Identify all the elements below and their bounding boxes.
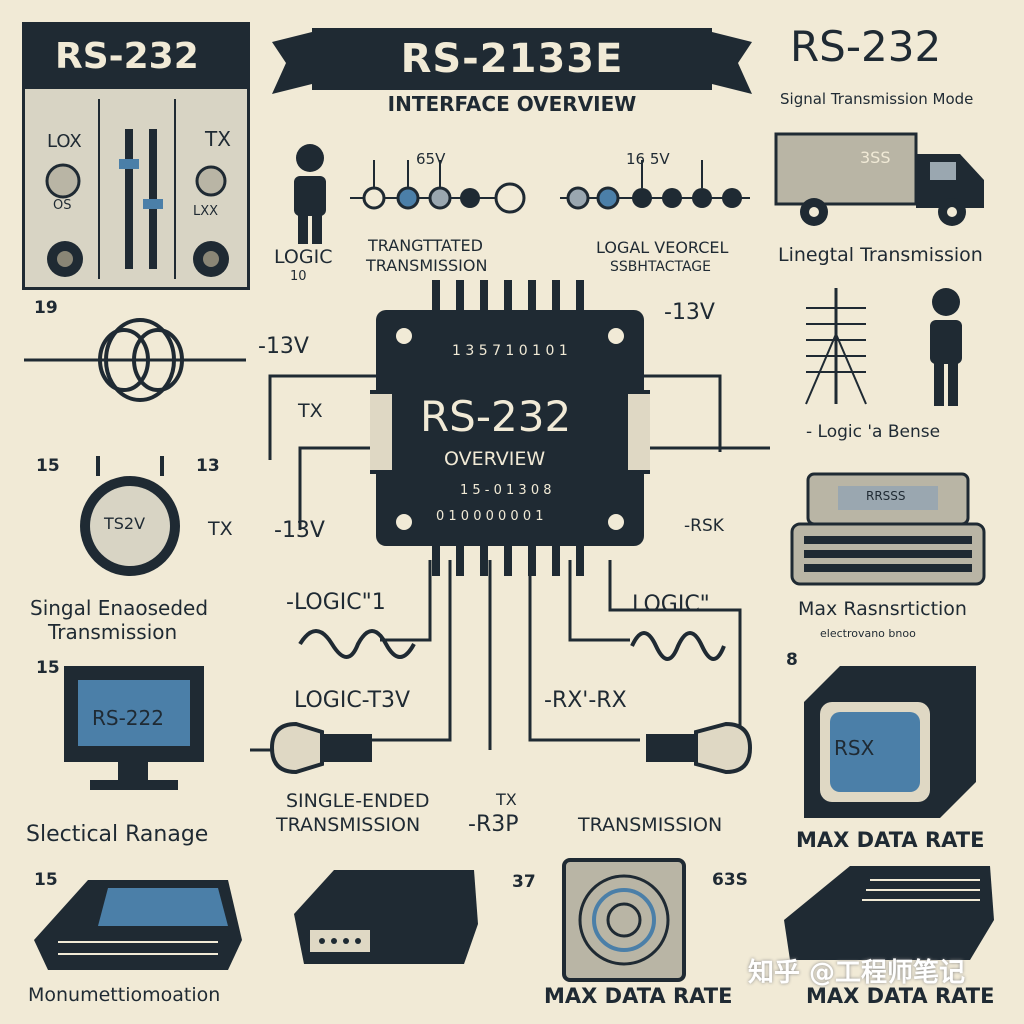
right-header-subtitle: Signal Transmission Mode: [780, 90, 974, 108]
rx-rx-label: -RX'-RX: [544, 688, 627, 713]
num-15: 15: [36, 456, 60, 476]
signal-dots-left: [350, 160, 526, 214]
num-13: 13: [196, 456, 220, 476]
v13-right-label: -13V: [664, 300, 715, 325]
circuit-wiring: [250, 374, 770, 752]
num-15b: 15: [36, 658, 60, 678]
electrical-range-label: Slectical Ranage: [26, 822, 209, 847]
truck-icon: [774, 132, 984, 226]
terminal-icon: [790, 472, 986, 586]
left-sub2-label: LXX: [193, 204, 219, 219]
connector-right-icon: [646, 721, 753, 775]
chip-top-digits: 1 3 5 7 1 0 1 0 1: [452, 343, 568, 359]
left-panel-controls: [45, 99, 229, 279]
logic-left-label-2: 10: [290, 269, 307, 284]
num-15c: 15: [34, 870, 58, 890]
signal-encoded-label: Singal Enaoseded: [30, 596, 209, 620]
linear-transmission-label: Linegtal Transmission: [778, 244, 983, 266]
chip-line2: 1 5 - 0 1 3 0 8: [460, 483, 552, 498]
person-icon: [294, 144, 326, 244]
device-left-icon: [34, 880, 242, 970]
v13-lower-label: -13V: [274, 518, 325, 543]
logal-voltage-label: LOGAL VEORCEL: [596, 238, 729, 257]
max-restriction-label: Max Rasnsrtiction: [798, 598, 967, 620]
spiral-icon: [562, 858, 686, 982]
monitor-text: RS-222: [92, 706, 164, 730]
page-subtitle: INTERFACE OVERVIEW: [387, 92, 637, 116]
watermark: 知乎 @工程师笔记: [748, 958, 966, 988]
left-badge-panel: RS-232 LOX TX OS LXX: [22, 22, 250, 290]
device-mid-icon: [294, 870, 478, 964]
v65-label: 65V: [416, 150, 446, 168]
num-8: 8: [786, 650, 798, 670]
left-sub1-label: OS: [53, 198, 72, 213]
transmission-top-label: TRANGTTATED: [368, 236, 483, 255]
gauge-icon: [80, 456, 180, 576]
v165-label: 16 5V: [626, 150, 670, 168]
inductor-right-icon: [630, 631, 726, 661]
max-data-rate-bottom-label: MAX DATA RATE: [544, 984, 733, 1008]
max-data-rate-right-label: MAX DATA RATE: [806, 984, 995, 1008]
device-right-icon: [784, 866, 994, 960]
logic-t3v-label: LOGIC-T3V: [294, 688, 411, 713]
rsk-label: -RSK: [684, 516, 724, 536]
monitor-icon: [64, 666, 204, 790]
v13-left-label: -13V: [258, 334, 309, 359]
gauge-label: TS2V: [104, 514, 146, 533]
left-col1-label: LOX: [47, 131, 82, 152]
logic-left-label: LOGIC: [274, 246, 333, 268]
left-badge-title: RS-232: [55, 36, 199, 77]
num-63s: 63S: [712, 870, 748, 890]
monumentation-label: Monumettiomoation: [28, 984, 221, 1006]
crt-tv-label: RSX: [834, 736, 875, 760]
single-ended-label-2: TRANSMISSION: [276, 814, 421, 836]
connector-left-icon: [269, 721, 372, 775]
transmission-top-label-2: TRANSMISSION: [366, 256, 488, 275]
logic-sense-label: - Logic 'a Bense: [806, 422, 941, 442]
logal-voltage-label-2: SSBHTACTAGE: [610, 259, 711, 275]
tx-r3p-label: TX: [496, 790, 517, 809]
tx-mid-label: TX: [298, 400, 323, 422]
chip-line3: 0 1 0 0 0 0 0 0 1: [436, 509, 544, 524]
coil-wave-icon: [24, 318, 246, 402]
logic1-label: -LOGIC"1: [286, 590, 386, 615]
banner-ribbon: [272, 32, 752, 94]
num-19: 19: [34, 298, 58, 318]
left-col2-label: TX: [205, 127, 231, 151]
transmission-bottom-label: TRANSMISSION: [578, 814, 723, 836]
max-restriction-sub: electrovano bnoo: [820, 627, 916, 640]
right-header-title: RS-232: [790, 22, 942, 71]
antenna-person-icon: [805, 288, 962, 406]
crt-tv-icon: [804, 666, 976, 818]
chip-title: RS-232: [420, 392, 572, 441]
chip-subtitle: OVERVIEW: [444, 448, 546, 470]
r3p-label: -R3P: [468, 812, 519, 837]
terminal-label: RRSSS: [866, 489, 906, 503]
page-title: RS-2133E: [312, 28, 712, 90]
max-data-rate-mid-label: MAX DATA RATE: [796, 828, 985, 852]
logic-right-label: LOGIC": [632, 592, 710, 617]
num-37: 37: [512, 872, 536, 892]
tx-lower-label: TX: [208, 518, 233, 540]
signal-dots-right: [560, 160, 750, 210]
inductor-left-icon: [298, 629, 416, 659]
single-ended-label: SINGLE-ENDED: [286, 790, 430, 812]
title-banner: RS-2133E INTERFACE OVERVIEW: [272, 22, 752, 120]
signal-encoded-label-2: Transmission: [48, 620, 178, 644]
chip-icon: [370, 280, 650, 576]
truck-label: 3SS: [860, 148, 891, 167]
